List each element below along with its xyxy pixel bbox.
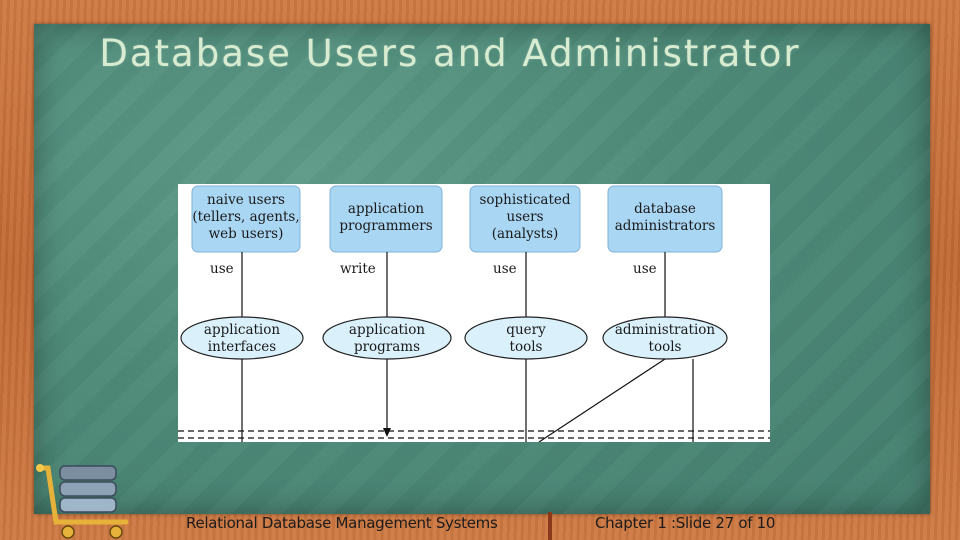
diagonal-connector-line — [538, 358, 666, 442]
user-box-line: sophisticated — [479, 192, 570, 208]
user-box-line: programmers — [339, 218, 432, 234]
tool-oval-line: interfaces — [208, 339, 276, 355]
database-users-diagram: naive users (tellers, agents, web users)… — [178, 184, 770, 442]
edge-label-use: use — [210, 261, 234, 277]
user-box-line: application — [348, 201, 424, 217]
tool-oval-application-interfaces: application interfaces — [180, 316, 304, 360]
user-box-database-administrators: database administrators — [607, 185, 723, 253]
user-box-line: users — [507, 209, 544, 225]
tool-oval-application-programs: application programs — [322, 316, 452, 360]
user-box-naive-users: naive users (tellers, agents, web users) — [191, 185, 301, 253]
tool-oval-query-tools: query tools — [464, 316, 588, 360]
user-box-line: (analysts) — [492, 226, 559, 242]
tool-oval-line: tools — [649, 339, 682, 355]
footer-course-title: Relational Database Management Systems — [186, 514, 498, 532]
tool-oval-line: application — [349, 322, 425, 338]
edge-label-use: use — [493, 261, 517, 277]
tool-oval-administration-tools: administration tools — [602, 316, 728, 360]
user-box-line: (tellers, agents, — [192, 209, 299, 225]
edge-label-use: use — [633, 261, 657, 277]
tool-oval-line: administration — [615, 322, 716, 338]
footer-separator — [548, 512, 552, 540]
tool-oval-line: tools — [510, 339, 543, 355]
user-box-line: web users) — [209, 226, 284, 242]
arrow-head — [383, 428, 391, 437]
tool-oval-line: query — [506, 322, 546, 338]
footer-slide-number: Chapter 1 :Slide 27 of 10 — [595, 514, 776, 532]
edge-label-write: write — [340, 261, 376, 277]
user-box-sophisticated-users: sophisticated users (analysts) — [469, 185, 581, 253]
slide-title: Database Users and Administrator — [99, 32, 801, 75]
user-box-application-programmers: application programmers — [329, 185, 443, 253]
user-box-line: naive users — [207, 192, 285, 208]
tool-oval-line: programs — [354, 339, 420, 355]
user-box-line: database — [634, 201, 696, 217]
tool-oval-line: application — [204, 322, 280, 338]
database-cart-icon — [36, 464, 129, 539]
user-box-line: administrators — [615, 218, 716, 234]
